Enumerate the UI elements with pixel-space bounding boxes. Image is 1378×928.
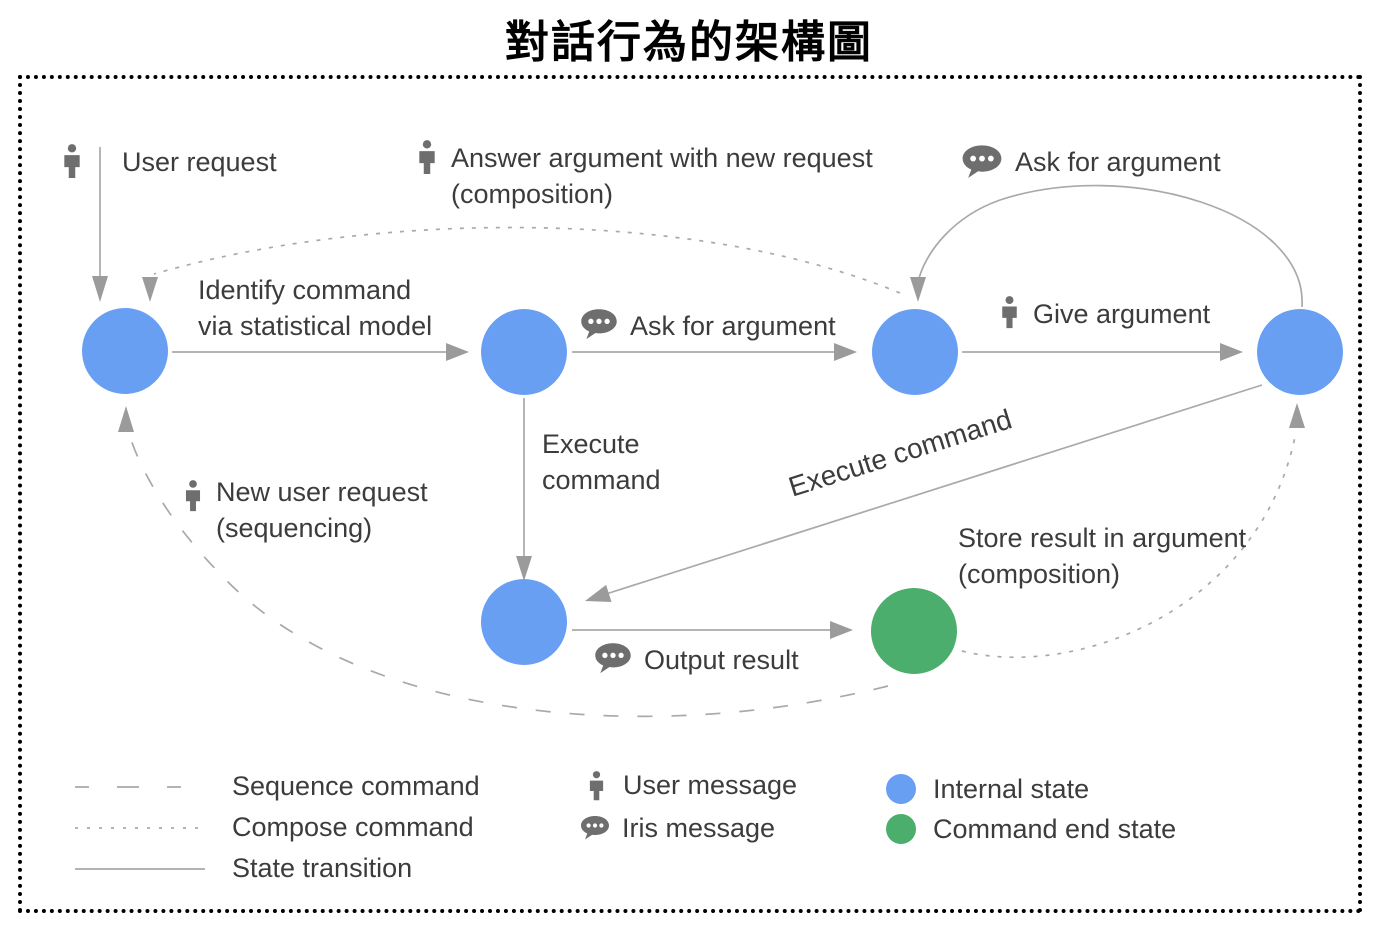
give-argument-text: Give argument bbox=[1033, 299, 1211, 329]
legend-end-state-label: Command end state bbox=[933, 814, 1177, 844]
state-node-start bbox=[82, 308, 168, 394]
arrowhead-ask-arc bbox=[910, 277, 926, 302]
user-message-icon bbox=[185, 480, 201, 512]
legend-internal-state-dot bbox=[886, 774, 916, 804]
arrowhead-execute-vertical bbox=[516, 556, 532, 581]
answer-argument-line2: (composition) bbox=[451, 179, 614, 209]
arrowhead-sequence bbox=[118, 406, 134, 432]
label-give-argument: Give argument bbox=[998, 296, 1210, 332]
state-node-executing bbox=[481, 579, 567, 665]
legend-iris-message-label: Iris message bbox=[622, 813, 776, 843]
state-node-argument-given bbox=[1257, 309, 1343, 395]
output-result-text: Output result bbox=[644, 645, 799, 675]
ask-argument-mid-text: Ask for argument bbox=[630, 311, 836, 341]
ask-argument-top-text: Ask for argument bbox=[1015, 147, 1221, 177]
iris-message-icon bbox=[581, 309, 617, 340]
edge-ask-argument-arc bbox=[918, 184, 1303, 308]
user-request-text: User request bbox=[122, 147, 277, 177]
arrowhead-output-result bbox=[830, 621, 853, 639]
edge-execute-diagonal bbox=[605, 384, 1263, 595]
label-store-result: Store result in argument (composition) bbox=[958, 520, 1246, 592]
iris-message-icon bbox=[962, 145, 1002, 178]
new-user-request-line1: New user request bbox=[216, 477, 428, 507]
execute-line1: Execute bbox=[542, 429, 640, 459]
label-new-user-request: New user request (sequencing) bbox=[182, 474, 428, 546]
state-node-awaiting-argument bbox=[872, 309, 958, 395]
legend-user-message-label: User message bbox=[623, 770, 798, 800]
new-user-request-line2: (sequencing) bbox=[216, 513, 373, 543]
user-message-icon bbox=[64, 144, 80, 178]
user-message-icon bbox=[589, 771, 604, 801]
legend-end-state-dot bbox=[886, 814, 916, 844]
state-node-end bbox=[871, 588, 957, 674]
label-ask-argument-mid: Ask for argument bbox=[580, 308, 836, 344]
execute-command-diagonal-label: Execute command bbox=[785, 403, 1015, 502]
store-result-line2: (composition) bbox=[958, 559, 1121, 589]
arrowhead-compose-answer bbox=[142, 277, 158, 302]
arrowhead-ask-mid bbox=[834, 343, 857, 361]
legend-user-message: User message bbox=[586, 767, 797, 803]
label-execute-command-vertical: Execute command bbox=[542, 426, 661, 498]
edge-sequence-new-request bbox=[128, 433, 889, 718]
legend-compose-label: Compose command bbox=[232, 812, 474, 842]
legend-iris-message: Iris message bbox=[580, 810, 775, 846]
identify-command-line1: Identify command bbox=[198, 275, 412, 305]
user-message-icon bbox=[419, 140, 435, 174]
label-ask-argument-top: Ask for argument bbox=[961, 144, 1221, 180]
execute-line2: command bbox=[542, 465, 661, 495]
state-node-command-identified bbox=[481, 309, 567, 395]
label-answer-argument: Answer argument with new request (compos… bbox=[415, 140, 873, 212]
legend-transition-label: State transition bbox=[232, 853, 413, 883]
arrowhead-execute-diagonal bbox=[585, 584, 612, 602]
iris-message-icon bbox=[595, 643, 631, 674]
arrowhead-give-argument bbox=[1220, 343, 1243, 361]
label-output-result: Output result bbox=[594, 642, 799, 678]
diagram-border bbox=[18, 75, 1362, 913]
user-message-icon bbox=[1002, 296, 1017, 329]
legend-sequence-label: Sequence command bbox=[232, 771, 480, 801]
arrowhead-user-request bbox=[92, 276, 108, 302]
edge-compose-store-result bbox=[961, 431, 1297, 659]
arrowhead-compose-store bbox=[1289, 403, 1305, 428]
answer-argument-line1: Answer argument with new request bbox=[451, 143, 873, 173]
iris-message-icon bbox=[581, 816, 609, 840]
identify-command-line2: via statistical model bbox=[198, 311, 433, 341]
store-result-line1: Store result in argument bbox=[958, 523, 1247, 553]
legend-internal-state-label: Internal state bbox=[933, 774, 1090, 804]
label-user-request: User request bbox=[60, 144, 277, 180]
label-identify-command: Identify command via statistical model bbox=[198, 272, 432, 344]
arrowhead-identify bbox=[446, 343, 469, 361]
diagram-title: 對話行為的架構圖 bbox=[505, 18, 873, 67]
